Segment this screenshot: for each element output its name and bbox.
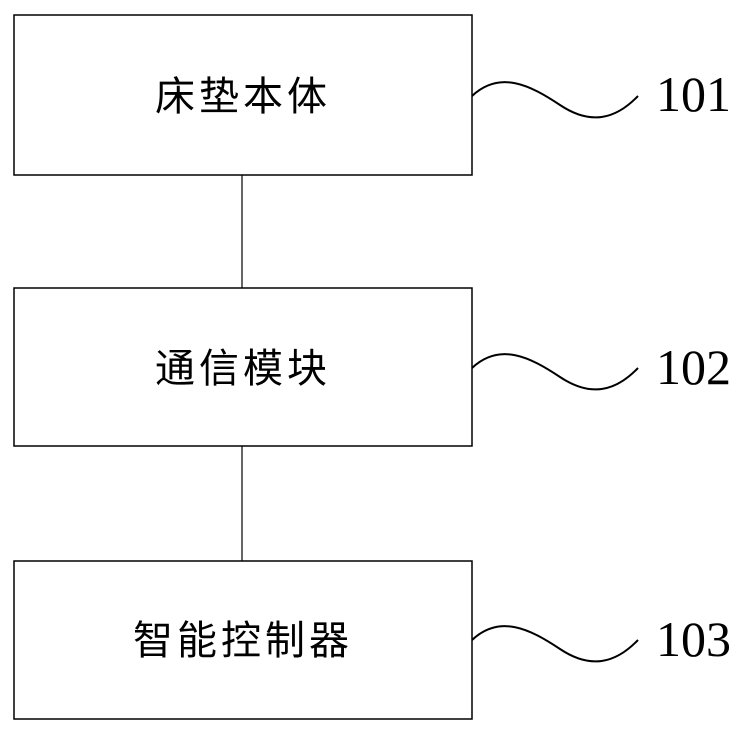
reference-numeral: 103	[656, 611, 731, 667]
block-label: 智能控制器	[133, 618, 353, 664]
leader-line	[472, 626, 638, 661]
reference-numeral: 101	[656, 66, 731, 122]
block-label: 通信模块	[155, 346, 331, 392]
block-label: 床垫本体	[155, 74, 331, 120]
reference-numeral: 102	[656, 339, 731, 395]
leader-line	[472, 82, 638, 117]
leader-line	[472, 354, 638, 389]
block-mattress-body: 床垫本体 101	[14, 15, 731, 175]
block-communication-module: 通信模块 102	[14, 288, 731, 446]
block-smart-controller: 智能控制器 103	[14, 561, 731, 719]
